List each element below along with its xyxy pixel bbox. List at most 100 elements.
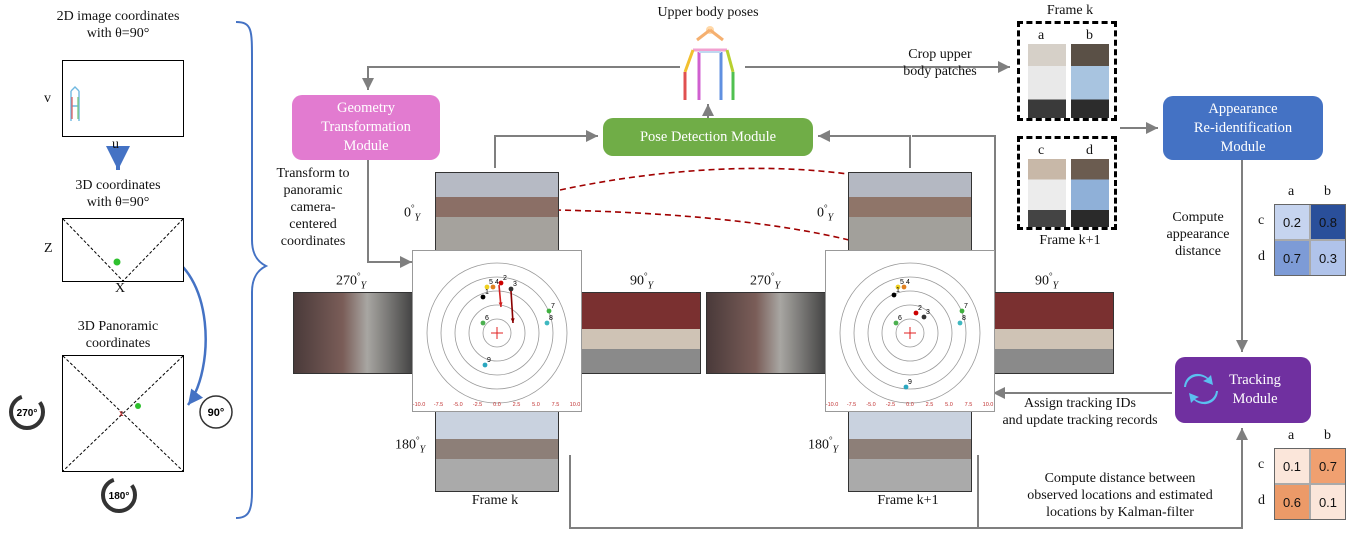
- patch-c: [1028, 159, 1066, 227]
- svg-text:180°: 180°: [109, 491, 130, 502]
- panoramic-coordinate-box: x: [62, 355, 184, 472]
- frame-k-view-180: [435, 410, 559, 492]
- angle-0-k: 0°Y: [404, 203, 421, 224]
- polar-tick-label: -5.0: [453, 402, 462, 408]
- tracked-person-id: 8: [962, 315, 966, 322]
- assign-tracking-label: Assign tracking IDs and update tracking …: [1002, 396, 1158, 428]
- pose-skeleton: [675, 22, 745, 104]
- tracked-person-point: [480, 320, 486, 326]
- tracked-person-id: 5: [900, 279, 904, 286]
- angle-0-k1: 0°Y: [817, 203, 834, 224]
- frame-k-label: Frame k: [471, 493, 519, 508]
- frame-k1-label: Frame k+1: [877, 493, 939, 508]
- patch-group-k1: c d: [1017, 136, 1117, 230]
- tracked-person-id: 5: [489, 279, 493, 286]
- tracked-person-point: [893, 320, 899, 326]
- appearance-matrix-row-label: d: [1258, 249, 1265, 264]
- tracked-person-point: [903, 384, 909, 390]
- polar-tick-label: 7.5: [552, 402, 560, 408]
- pose-detection-module[interactable]: Pose Detection Module: [603, 118, 813, 156]
- geometry-transformation-module[interactable]: Geometry Transformation Module: [292, 95, 440, 160]
- tracked-person-id: 9: [487, 357, 491, 364]
- brace: [235, 21, 269, 519]
- polar-tick-label: -10.0: [413, 402, 425, 408]
- tracked-person-point: [546, 308, 552, 314]
- tracked-person-point: [490, 284, 496, 290]
- angle-270-k1: 270°Y: [750, 271, 781, 292]
- rotate-90-icon: 90°: [197, 393, 235, 431]
- tracked-person-id: 6: [485, 315, 489, 322]
- polar-tick-label: 0.0: [493, 402, 501, 408]
- angle-90-k1: 90°Y: [1035, 271, 1059, 292]
- angle-180-k: 180°Y: [395, 435, 426, 456]
- polar-tick-label: 0.0: [906, 402, 914, 408]
- motion-arrow: [510, 290, 514, 324]
- polar-tick-label: 5.0: [532, 402, 540, 408]
- appearance-matrix-cell: 0.3: [1310, 240, 1346, 276]
- match-curve-1: [559, 167, 946, 199]
- polar-tick-label: 2.5: [926, 402, 934, 408]
- axis-x: X: [115, 281, 126, 296]
- svg-text:90°: 90°: [208, 407, 225, 419]
- polar-tick-label: 10.0: [570, 402, 581, 408]
- patch-group-k: a b: [1017, 21, 1117, 121]
- tiny-pose-icon: [70, 86, 80, 121]
- tracked-person-point: [482, 362, 488, 368]
- tracked-person-id: 9: [908, 379, 912, 386]
- angle-270-k: 270°Y: [336, 271, 367, 292]
- compute-appearance-label: Compute appearance distance: [1166, 210, 1230, 259]
- tracked-person-point: [895, 284, 901, 290]
- frame-k-view-0: [435, 172, 559, 254]
- axis-u: u: [112, 137, 119, 152]
- rotate-270-icon: 270°: [8, 393, 46, 431]
- appearance-matrix-row-label: c: [1258, 213, 1265, 228]
- frame-k-view-90: [577, 292, 701, 374]
- appearance-matrix-cell: 0.2: [1274, 204, 1310, 240]
- crop-patches-label: Crop upper body patches: [903, 47, 977, 79]
- patch-a: [1028, 44, 1066, 118]
- angle-90-k: 90°Y: [630, 271, 654, 292]
- tracked-person-id: 1: [896, 287, 900, 294]
- frame-k-view-270: [293, 292, 417, 374]
- appearance-reid-module[interactable]: Appearance Re-identification Module: [1163, 96, 1323, 160]
- tracked-person-id: 4: [495, 279, 499, 286]
- tracked-person-id: 2: [918, 305, 922, 312]
- appearance-matrix-cell: 0.8: [1310, 204, 1346, 240]
- tracked-person-id: 4: [906, 279, 910, 286]
- transform-label: Transform to panoramic camera- centered …: [276, 166, 350, 249]
- tracked-person-point: [957, 320, 963, 326]
- tracking-module[interactable]: Tracking Module: [1175, 357, 1311, 423]
- tracked-person-point: [891, 292, 897, 298]
- kalman-matrix-row-label: c: [1258, 457, 1265, 472]
- match-curve-2: [554, 209, 993, 321]
- patch-d: [1071, 159, 1109, 227]
- appearance-matrix-border: [1274, 204, 1346, 276]
- polar-tick-label: -7.5: [847, 402, 856, 408]
- svg-text:270°: 270°: [17, 408, 38, 419]
- polar-tick-label: 5.0: [945, 402, 953, 408]
- tracked-person-point: [484, 284, 490, 290]
- kalman-matrix-col-label: a: [1288, 428, 1295, 443]
- patch-b: [1071, 44, 1109, 118]
- frame-k-patch-title: Frame k: [1046, 3, 1094, 18]
- polar-tick-label: -7.5: [434, 402, 443, 408]
- polar-tick-label: -10.0: [826, 402, 838, 408]
- svg-text:x: x: [119, 408, 124, 418]
- tracked-person-id: 2: [503, 275, 507, 282]
- tracked-person-id: 7: [551, 303, 555, 310]
- axis-v: v: [44, 91, 51, 106]
- rotate-180-icon: 180°: [100, 476, 138, 514]
- angle-180-k1: 180°Y: [808, 435, 839, 456]
- coord3d-title: 3D coordinates with θ=90°: [75, 178, 161, 210]
- appearance-matrix-col-label: b: [1324, 184, 1331, 199]
- tracked-person-id: 6: [898, 315, 902, 322]
- tracked-person-point: [901, 284, 907, 290]
- tracked-person-point: [498, 280, 504, 286]
- tracked-person-id: 3: [513, 281, 517, 288]
- polar-tick-label: 10.0: [983, 402, 994, 408]
- polar-tick-label: 2.5: [513, 402, 521, 408]
- kalman-matrix-col-label: b: [1324, 428, 1331, 443]
